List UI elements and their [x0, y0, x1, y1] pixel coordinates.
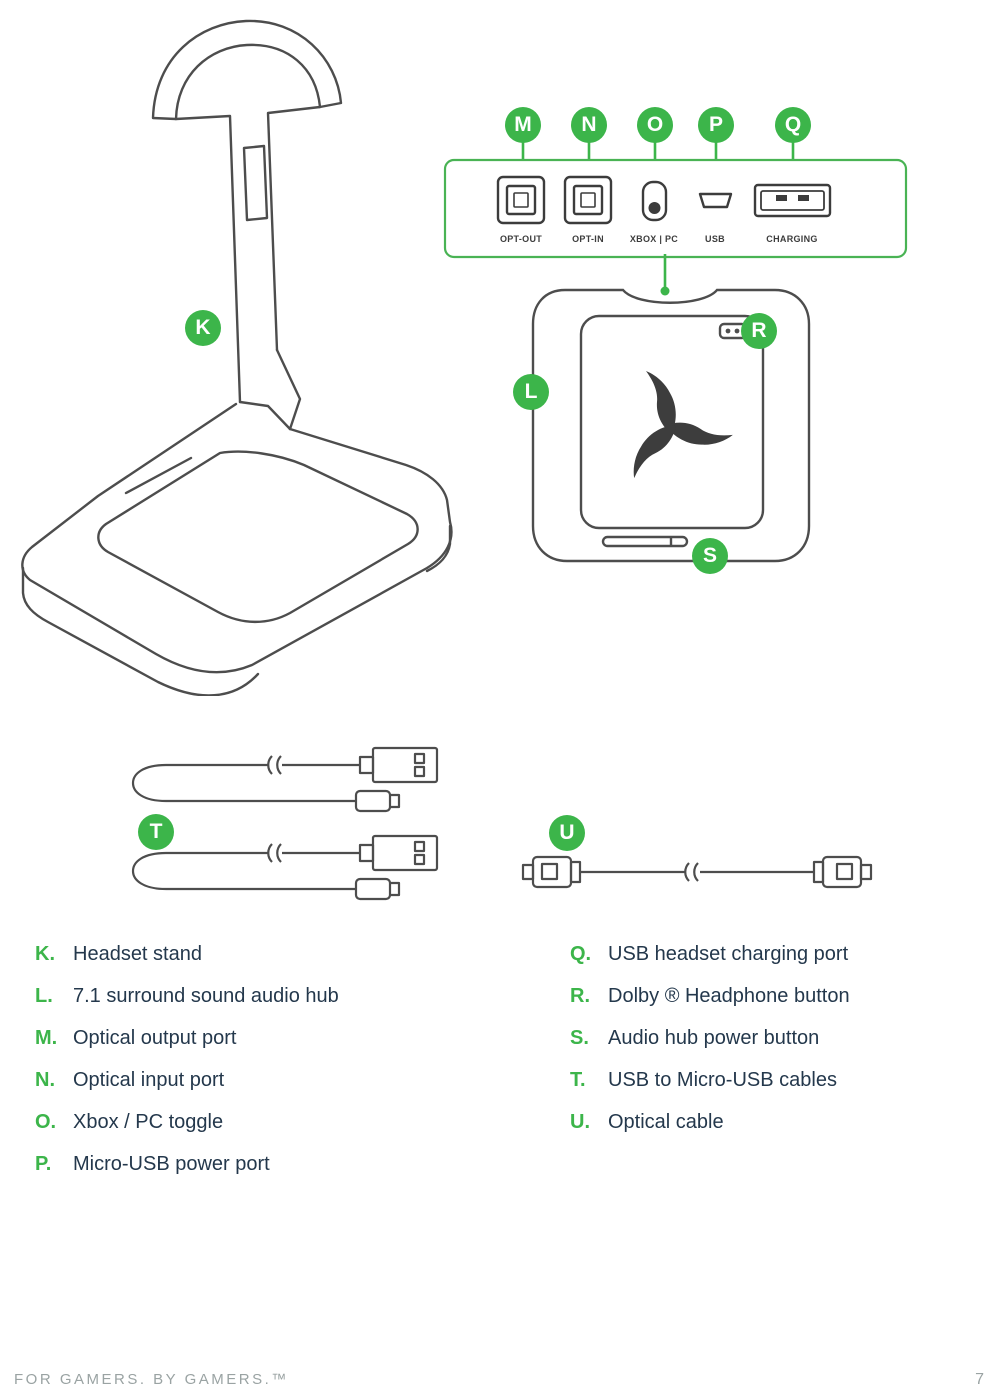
legend-text: Audio hub power button	[608, 1027, 820, 1049]
badge-u: U	[549, 815, 585, 851]
legend-item-n: N. Optical input port	[35, 1068, 535, 1093]
legend-text: 7.1 surround sound audio hub	[73, 985, 339, 1007]
xbox-pc-toggle-icon	[641, 180, 668, 222]
footer-tagline: FOR GAMERS. BY GAMERS.™	[14, 1371, 289, 1388]
hub-pointer-dot	[660, 286, 670, 296]
badge-s: S	[692, 538, 728, 574]
legend-text: Micro-USB power port	[73, 1153, 270, 1175]
port-caption-xbox-pc: XBOX | PC	[630, 234, 678, 244]
legend-item-t: T. USB to Micro-USB cables	[570, 1068, 850, 1093]
legend-letter: S.	[570, 1027, 589, 1049]
dolby-button-dot-right	[734, 328, 740, 334]
legend-letter: N.	[35, 1069, 55, 1091]
legend-text: Headset stand	[73, 943, 202, 965]
legend-item-m: M. Optical output port	[35, 1026, 535, 1051]
razer-logo	[619, 371, 733, 479]
optical-plug-tip-left	[521, 863, 535, 881]
badge-p: P	[698, 107, 734, 143]
badge-k: K	[185, 310, 221, 346]
optical-plug-right-window	[835, 862, 854, 881]
optical-plug-left-window	[540, 862, 559, 881]
usb-charging-port-icon	[753, 183, 832, 218]
optical-plug-right-collar	[812, 860, 825, 884]
legend-text: USB headset charging port	[608, 943, 849, 965]
legend-letter: R.	[570, 985, 590, 1007]
stand-base-skirt-right	[425, 524, 452, 573]
stand-tray-detail	[124, 456, 193, 495]
hub-power-slider	[601, 535, 689, 548]
legend-column-left: K. Headset stand L. 7.1 surround sound a…	[35, 942, 535, 1194]
legend-item-p: P. Micro-USB power port	[35, 1152, 535, 1177]
headset-stand-drawing	[21, 19, 453, 696]
stand-base-tray	[97, 450, 419, 624]
legend-letter: L.	[35, 985, 53, 1007]
port-caption-opt-in: OPT-IN	[572, 234, 604, 244]
legend-column-right: Q. USB headset charging port R. Dolby ® …	[570, 942, 850, 1194]
legend-letter: K.	[35, 943, 55, 965]
page-footer: FOR GAMERS. BY GAMERS.™ 7	[0, 1371, 998, 1389]
legend-letter: Q.	[570, 943, 592, 965]
legend-text: Xbox / PC toggle	[73, 1111, 224, 1133]
ports-panel-outline	[443, 158, 908, 259]
optical-break-mark	[684, 862, 690, 882]
audio-hub-drawing	[531, 288, 811, 563]
legend-text: Dolby ® Headphone button	[608, 985, 850, 1007]
legend-letter: T.	[570, 1069, 586, 1091]
stand-column-left-edge	[174, 114, 242, 404]
stand-headband-hook	[151, 19, 343, 121]
optical-plug-left	[531, 855, 573, 889]
badge-q: Q	[775, 107, 811, 143]
legend-letter: U.	[570, 1111, 590, 1133]
badge-n: N	[571, 107, 607, 143]
optical-in-port-icon	[563, 175, 613, 225]
legend-item-l: L. 7.1 surround sound audio hub	[35, 984, 535, 1009]
badge-r: R	[741, 313, 777, 349]
badge-t: T	[138, 814, 174, 850]
page-number: 7	[975, 1371, 984, 1388]
legend-item-q: Q. USB headset charging port	[570, 942, 850, 967]
legend-text: Optical cable	[608, 1111, 724, 1133]
dolby-button-dot-left	[725, 328, 731, 334]
legend-letter: O.	[35, 1111, 57, 1133]
port-caption-usb: USB	[705, 234, 725, 244]
optical-plug-right	[821, 855, 863, 889]
hub-outer-shell	[531, 288, 811, 563]
stand-column-right-edge	[266, 105, 322, 352]
micro-usb-port-icon	[698, 192, 733, 209]
hub-inner-plate	[579, 314, 765, 530]
stand-column-foot	[238, 400, 292, 431]
badge-m: M	[505, 107, 541, 143]
badge-l: L	[513, 374, 549, 410]
legend-item-o: O. Xbox / PC toggle	[35, 1110, 535, 1135]
legend-item-s: S. Audio hub power button	[570, 1026, 850, 1051]
legend-letter: M.	[35, 1027, 58, 1049]
legend-text: Optical input port	[73, 1069, 225, 1091]
legend-letter: P.	[35, 1153, 52, 1175]
optical-plug-tip-right	[859, 863, 873, 881]
optical-break-mark	[693, 862, 699, 882]
connector-lines	[521, 141, 795, 296]
stand-base-skirt-front	[21, 566, 260, 696]
legend-text: USB to Micro-USB cables	[608, 1069, 837, 1091]
legend-item-k: K. Headset stand	[35, 942, 535, 967]
legend-item-r: R. Dolby ® Headphone button	[570, 984, 850, 1009]
stand-column-cutout	[242, 144, 269, 222]
legend-text: Optical output port	[73, 1027, 237, 1049]
stand-rear-strut	[275, 348, 302, 431]
port-caption-opt-out: OPT-OUT	[500, 234, 542, 244]
legend-item-u: U. Optical cable	[570, 1110, 850, 1135]
ports-panel: OPT-OUT OPT-IN XBOX | PC USB CHARGING	[443, 158, 908, 259]
optical-plug-left-collar	[569, 860, 582, 884]
optical-out-port-icon	[496, 175, 546, 225]
legend: K. Headset stand L. 7.1 surround sound a…	[0, 942, 998, 1194]
optical-cable-drawing	[521, 855, 873, 889]
port-caption-charging: CHARGING	[766, 234, 817, 244]
badge-o: O	[637, 107, 673, 143]
